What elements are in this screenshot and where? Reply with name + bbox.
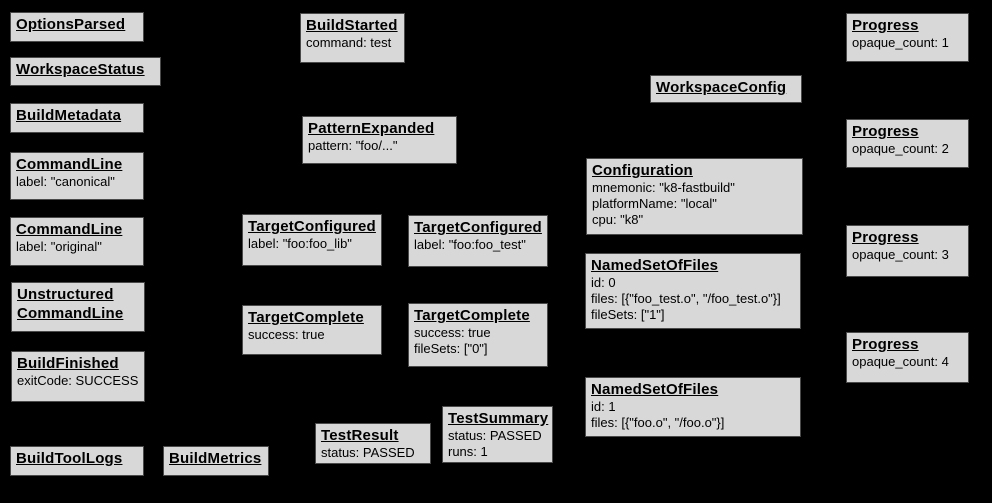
event-title: NamedSetOfFiles	[591, 257, 719, 274]
event-title: Progress	[852, 123, 919, 140]
event-properties: id: 0 files: [{"foo_test.o", "/foo_test.…	[591, 275, 781, 322]
event-title: Configuration	[592, 162, 693, 179]
event-properties: status: PASSED runs: 1	[448, 428, 542, 459]
event-box-unstructured-command-line: Unstructured CommandLine	[11, 282, 145, 332]
event-properties: command: test	[306, 35, 392, 50]
event-title: TestResult	[321, 427, 399, 444]
event-properties: label: "original"	[16, 239, 102, 254]
event-title: Progress	[852, 336, 919, 353]
event-title: TargetConfigured	[248, 218, 376, 235]
event-title: PatternExpanded	[308, 120, 435, 137]
event-title: TargetComplete	[248, 309, 364, 326]
event-properties: mnemonic: "k8-fastbuild" platformName: "…	[592, 180, 735, 227]
event-box-build-finished: BuildFinished exitCode: SUCCESS	[11, 351, 145, 402]
event-box-progress-4: Progress opaque_count: 4	[846, 332, 969, 383]
event-box-named-set-of-files-0: NamedSetOfFiles id: 0 files: [{"foo_test…	[585, 253, 801, 329]
event-box-progress-3: Progress opaque_count: 3	[846, 225, 969, 277]
event-box-target-configured-test: TargetConfigured label: "foo:foo_test"	[408, 215, 548, 267]
event-box-named-set-of-files-1: NamedSetOfFiles id: 1 files: [{"foo.o", …	[585, 377, 801, 437]
event-properties: pattern: "foo/..."	[308, 138, 398, 153]
event-title: OptionsParsed	[16, 16, 126, 33]
event-box-progress-2: Progress opaque_count: 2	[846, 119, 969, 168]
event-title: TargetComplete	[414, 307, 530, 324]
event-box-target-configured-lib: TargetConfigured label: "foo:foo_lib"	[242, 214, 382, 266]
event-properties: label: "canonical"	[16, 174, 115, 189]
event-box-build-started: BuildStarted command: test	[300, 13, 405, 63]
event-title: CommandLine	[16, 221, 123, 238]
event-box-progress-1: Progress opaque_count: 1	[846, 13, 969, 62]
event-title: BuildStarted	[306, 17, 398, 34]
event-title: Progress	[852, 229, 919, 246]
event-title: CommandLine	[16, 156, 123, 173]
event-properties: label: "foo:foo_lib"	[248, 236, 352, 251]
event-box-target-complete-lib: TargetComplete success: true	[242, 305, 382, 355]
event-properties: status: PASSED	[321, 445, 415, 460]
event-properties: opaque_count: 2	[852, 141, 949, 156]
event-title: WorkspaceConfig	[656, 79, 787, 96]
event-box-workspace-status: WorkspaceStatus	[10, 57, 161, 86]
event-title: TargetConfigured	[414, 219, 542, 236]
event-title: BuildToolLogs	[16, 450, 123, 467]
event-title: TestSummary	[448, 410, 549, 427]
event-box-build-tool-logs: BuildToolLogs	[10, 446, 144, 476]
event-box-test-summary: TestSummary status: PASSED runs: 1	[442, 406, 553, 463]
event-box-configuration: Configuration mnemonic: "k8-fastbuild" p…	[586, 158, 803, 235]
event-box-build-metadata: BuildMetadata	[10, 103, 144, 133]
event-box-command-line-canonical: CommandLine label: "canonical"	[10, 152, 144, 200]
event-title: WorkspaceStatus	[16, 61, 145, 78]
event-title: Unstructured CommandLine	[17, 286, 124, 322]
event-properties: label: "foo:foo_test"	[414, 237, 526, 252]
event-properties: opaque_count: 4	[852, 354, 949, 369]
event-box-test-result: TestResult status: PASSED	[315, 423, 431, 464]
event-title: BuildMetadata	[16, 107, 122, 124]
event-box-workspace-config: WorkspaceConfig	[650, 75, 802, 103]
event-box-options-parsed: OptionsParsed	[10, 12, 144, 42]
event-title: BuildMetrics	[169, 450, 262, 467]
event-properties: id: 1 files: [{"foo.o", "/foo.o"}]	[591, 399, 725, 430]
event-properties: success: true fileSets: ["0"]	[414, 325, 491, 356]
event-properties: opaque_count: 1	[852, 35, 949, 50]
event-box-pattern-expanded: PatternExpanded pattern: "foo/..."	[302, 116, 457, 164]
event-properties: success: true	[248, 327, 325, 342]
event-box-target-complete-test: TargetComplete success: true fileSets: […	[408, 303, 548, 367]
event-box-command-line-original: CommandLine label: "original"	[10, 217, 144, 266]
event-title: BuildFinished	[17, 355, 119, 372]
event-properties: exitCode: SUCCESS	[17, 373, 139, 388]
event-properties: opaque_count: 3	[852, 247, 949, 262]
event-title: NamedSetOfFiles	[591, 381, 719, 398]
event-box-build-metrics: BuildMetrics	[163, 446, 269, 476]
event-title: Progress	[852, 17, 919, 34]
